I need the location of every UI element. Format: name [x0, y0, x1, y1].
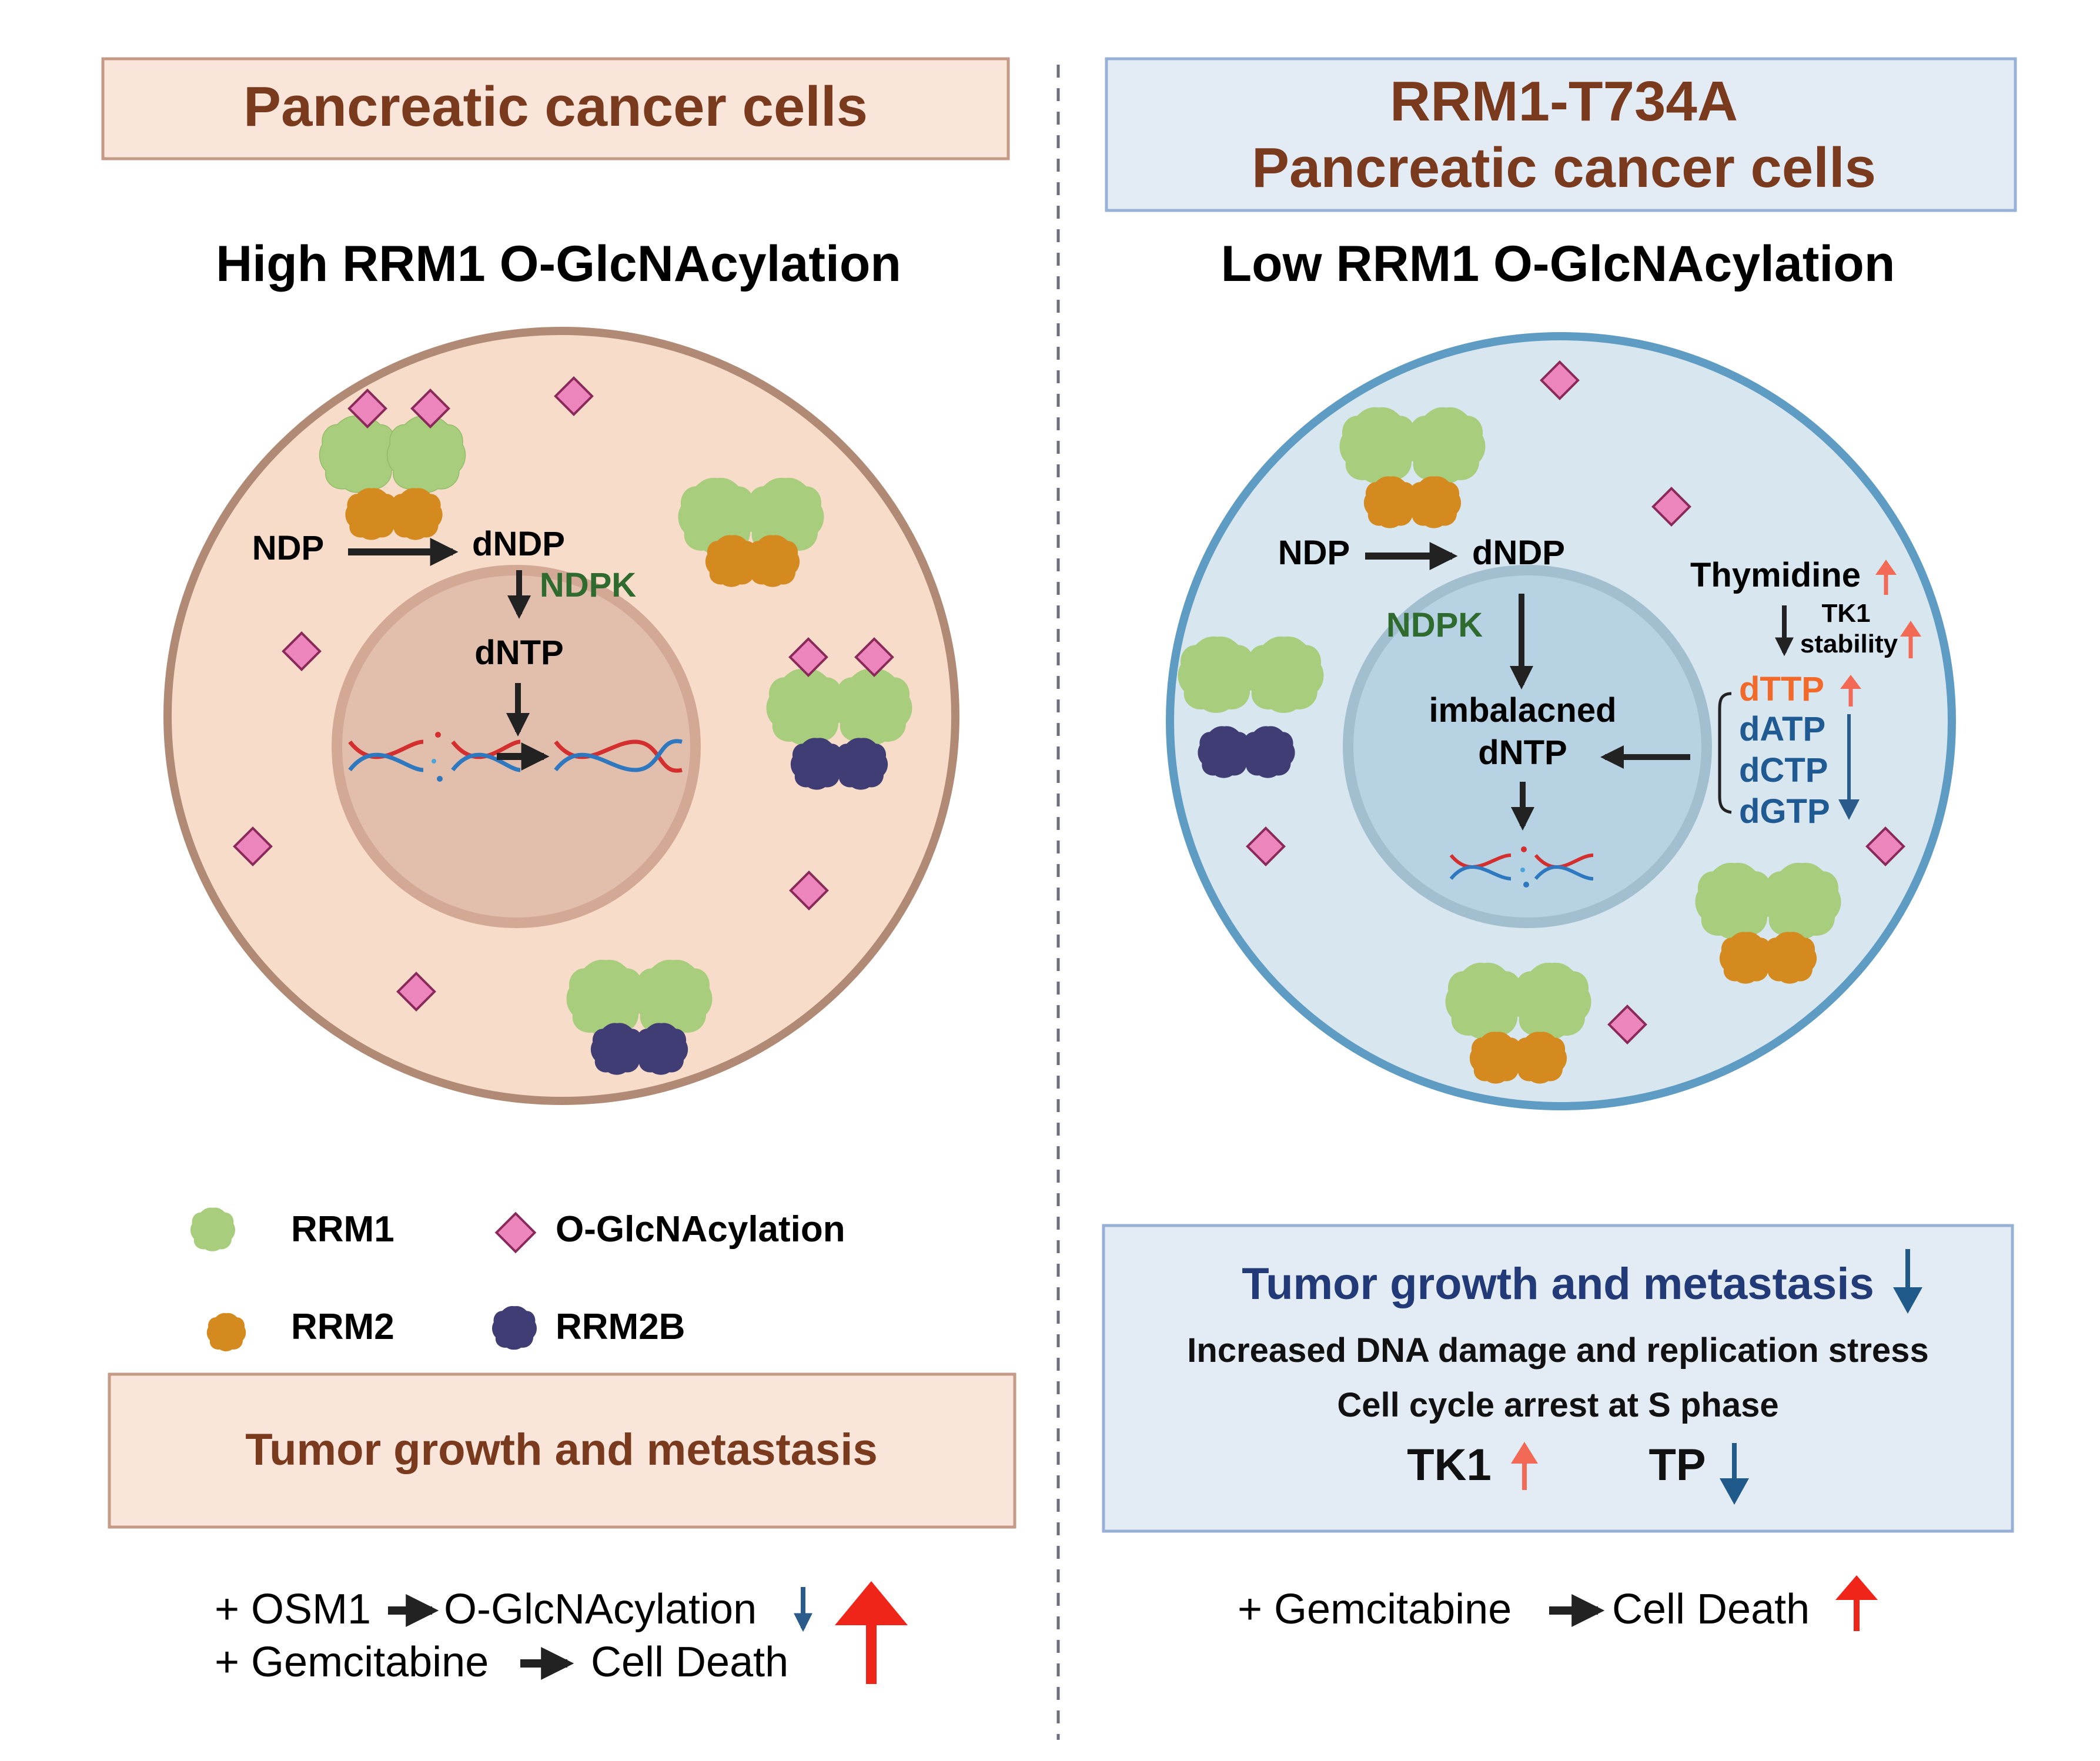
ndpk-label: NDPK — [540, 566, 636, 604]
left-header-title: Pancreatic cancer cells — [243, 75, 868, 138]
right-cell: NDP dNDP NDPK imbalacned dNTP Thymidine — [1166, 332, 1956, 1110]
tk1-stability-up-arrow — [1900, 621, 1921, 658]
imbalanced-label-line1: imbalacned — [1429, 691, 1616, 729]
stability-label: stability — [1800, 630, 1898, 658]
tp-down-arrow — [1720, 1443, 1749, 1505]
tp-outcome-label: TP — [1648, 1440, 1706, 1490]
legend-rrm2: RRM2 — [291, 1307, 394, 1347]
oglcnac-diamond — [347, 389, 387, 428]
right-outcome-box — [1102, 1224, 2014, 1533]
left-outcome-box — [108, 1372, 1016, 1529]
cell-death-result: Cell Death — [1612, 1586, 1810, 1633]
right-nucleus — [1343, 565, 1712, 928]
dndp-label: dNDP — [472, 525, 565, 563]
dntp-bracket — [1718, 692, 1732, 814]
left-nucleus — [332, 565, 701, 928]
oglcnac-diamond — [1865, 826, 1905, 866]
oglcnac-marks — [1246, 360, 1905, 1044]
osm1-label: + OSM1 — [215, 1586, 371, 1633]
dgtp-label: dGTP — [1739, 792, 1830, 831]
oglcnac-diamond — [396, 972, 436, 1012]
oglcnac-diamond — [1651, 487, 1691, 527]
dctp-label: dCTP — [1739, 751, 1828, 789]
damaged-dna-icon — [348, 732, 521, 782]
oglcnac-legend-icon — [494, 1211, 537, 1254]
right-panel: RRM1-T734A Pancreatic cancer cells Low R… — [1102, 57, 2017, 1633]
left-treatment: + OSM1 O-GlcNAcylation + Gemcitabine Cel… — [215, 1581, 908, 1686]
legend-rrm2b: RRM2B — [556, 1307, 685, 1347]
left-cell: NDP dNDP NDPK dNTP — [163, 327, 959, 1105]
left-outcome-text: Tumor growth and metastasis — [245, 1425, 877, 1475]
oglcnac-marks — [233, 376, 894, 1012]
right-header-line1: RRM1-T734A — [1390, 70, 1738, 133]
legend-rrm1: RRM1 — [291, 1209, 394, 1250]
oglcnac-diamond — [410, 389, 450, 428]
ndp-label: NDP — [1278, 534, 1350, 572]
rrm1-legend-icon — [190, 1207, 235, 1251]
ndpk-label: NDPK — [1386, 606, 1483, 644]
right-treatment: + Gemcitabine Cell Death — [1238, 1575, 1878, 1633]
oglcnac-diamond — [789, 871, 829, 910]
cell-cycle-line: Cell cycle arrest at S phase — [1337, 1386, 1778, 1424]
left-subtitle: High RRM1 O-GlcNAcylation — [216, 236, 901, 292]
right-subtitle: Low RRM1 O-GlcNAcylation — [1221, 236, 1895, 292]
oglcnac-diamond — [554, 376, 594, 416]
left-header-box — [101, 57, 1010, 160]
imbalanced-label-line2: dNTP — [1478, 734, 1567, 772]
oglcnac-diamond — [1246, 826, 1286, 866]
tk1-outcome-label: TK1 — [1407, 1440, 1492, 1490]
right-header-line2: Pancreatic cancer cells — [1252, 136, 1876, 199]
left-panel: Pancreatic cancer cells High RRM1 O-GlcN… — [101, 57, 1016, 1686]
gemcitabine-label: + Gemcitabine — [215, 1639, 489, 1686]
oglcnac-diamond — [1540, 360, 1580, 400]
rrm2-legend-icon — [206, 1313, 246, 1351]
cell-death-result: Cell Death — [591, 1639, 788, 1686]
oglcnac-diamond — [1607, 1005, 1647, 1044]
legend: RRM1 O-GlcNAcylation RRM2 RRM2B — [190, 1207, 845, 1351]
thymidine-up-arrow — [1875, 560, 1897, 595]
dndp-label: dNDP — [1472, 534, 1565, 572]
tumor-growth-down-arrow — [1893, 1249, 1922, 1314]
intact-dna-icon — [554, 739, 683, 773]
cell-death-up-arrow — [1835, 1575, 1878, 1631]
dna-damage-line: Increased DNA damage and replication str… — [1187, 1331, 1928, 1370]
oglcnac-diamond — [233, 826, 273, 866]
dttp-label: dTTP — [1739, 670, 1824, 708]
datp-label: dATP — [1739, 710, 1825, 748]
right-outcome-title: Tumor growth and metastasis — [1242, 1259, 1874, 1309]
oglcnac-result: O-GlcNAcylation — [444, 1586, 757, 1633]
tk1-label: TK1 — [1821, 599, 1870, 628]
cell-death-up-arrow — [835, 1581, 908, 1684]
damaged-dna-icon — [1449, 846, 1594, 888]
dntp-down-arrow — [1838, 714, 1860, 820]
legend-oglcnac: O-GlcNAcylation — [556, 1209, 845, 1250]
gemcitabine-label: + Gemcitabine — [1238, 1586, 1512, 1633]
dttp-up-arrow — [1840, 675, 1861, 707]
tk1-up-arrow — [1511, 1442, 1538, 1490]
rrm2b-legend-icon — [492, 1305, 537, 1350]
oglcnac-diamond — [788, 637, 828, 677]
right-header-box — [1105, 57, 2017, 212]
oglcnac-diamond — [282, 631, 322, 671]
ndp-label: NDP — [252, 529, 324, 567]
oglcnac-diamond — [854, 637, 894, 677]
dntp-label: dNTP — [474, 634, 563, 672]
thymidine-label: Thymidine — [1690, 556, 1861, 594]
